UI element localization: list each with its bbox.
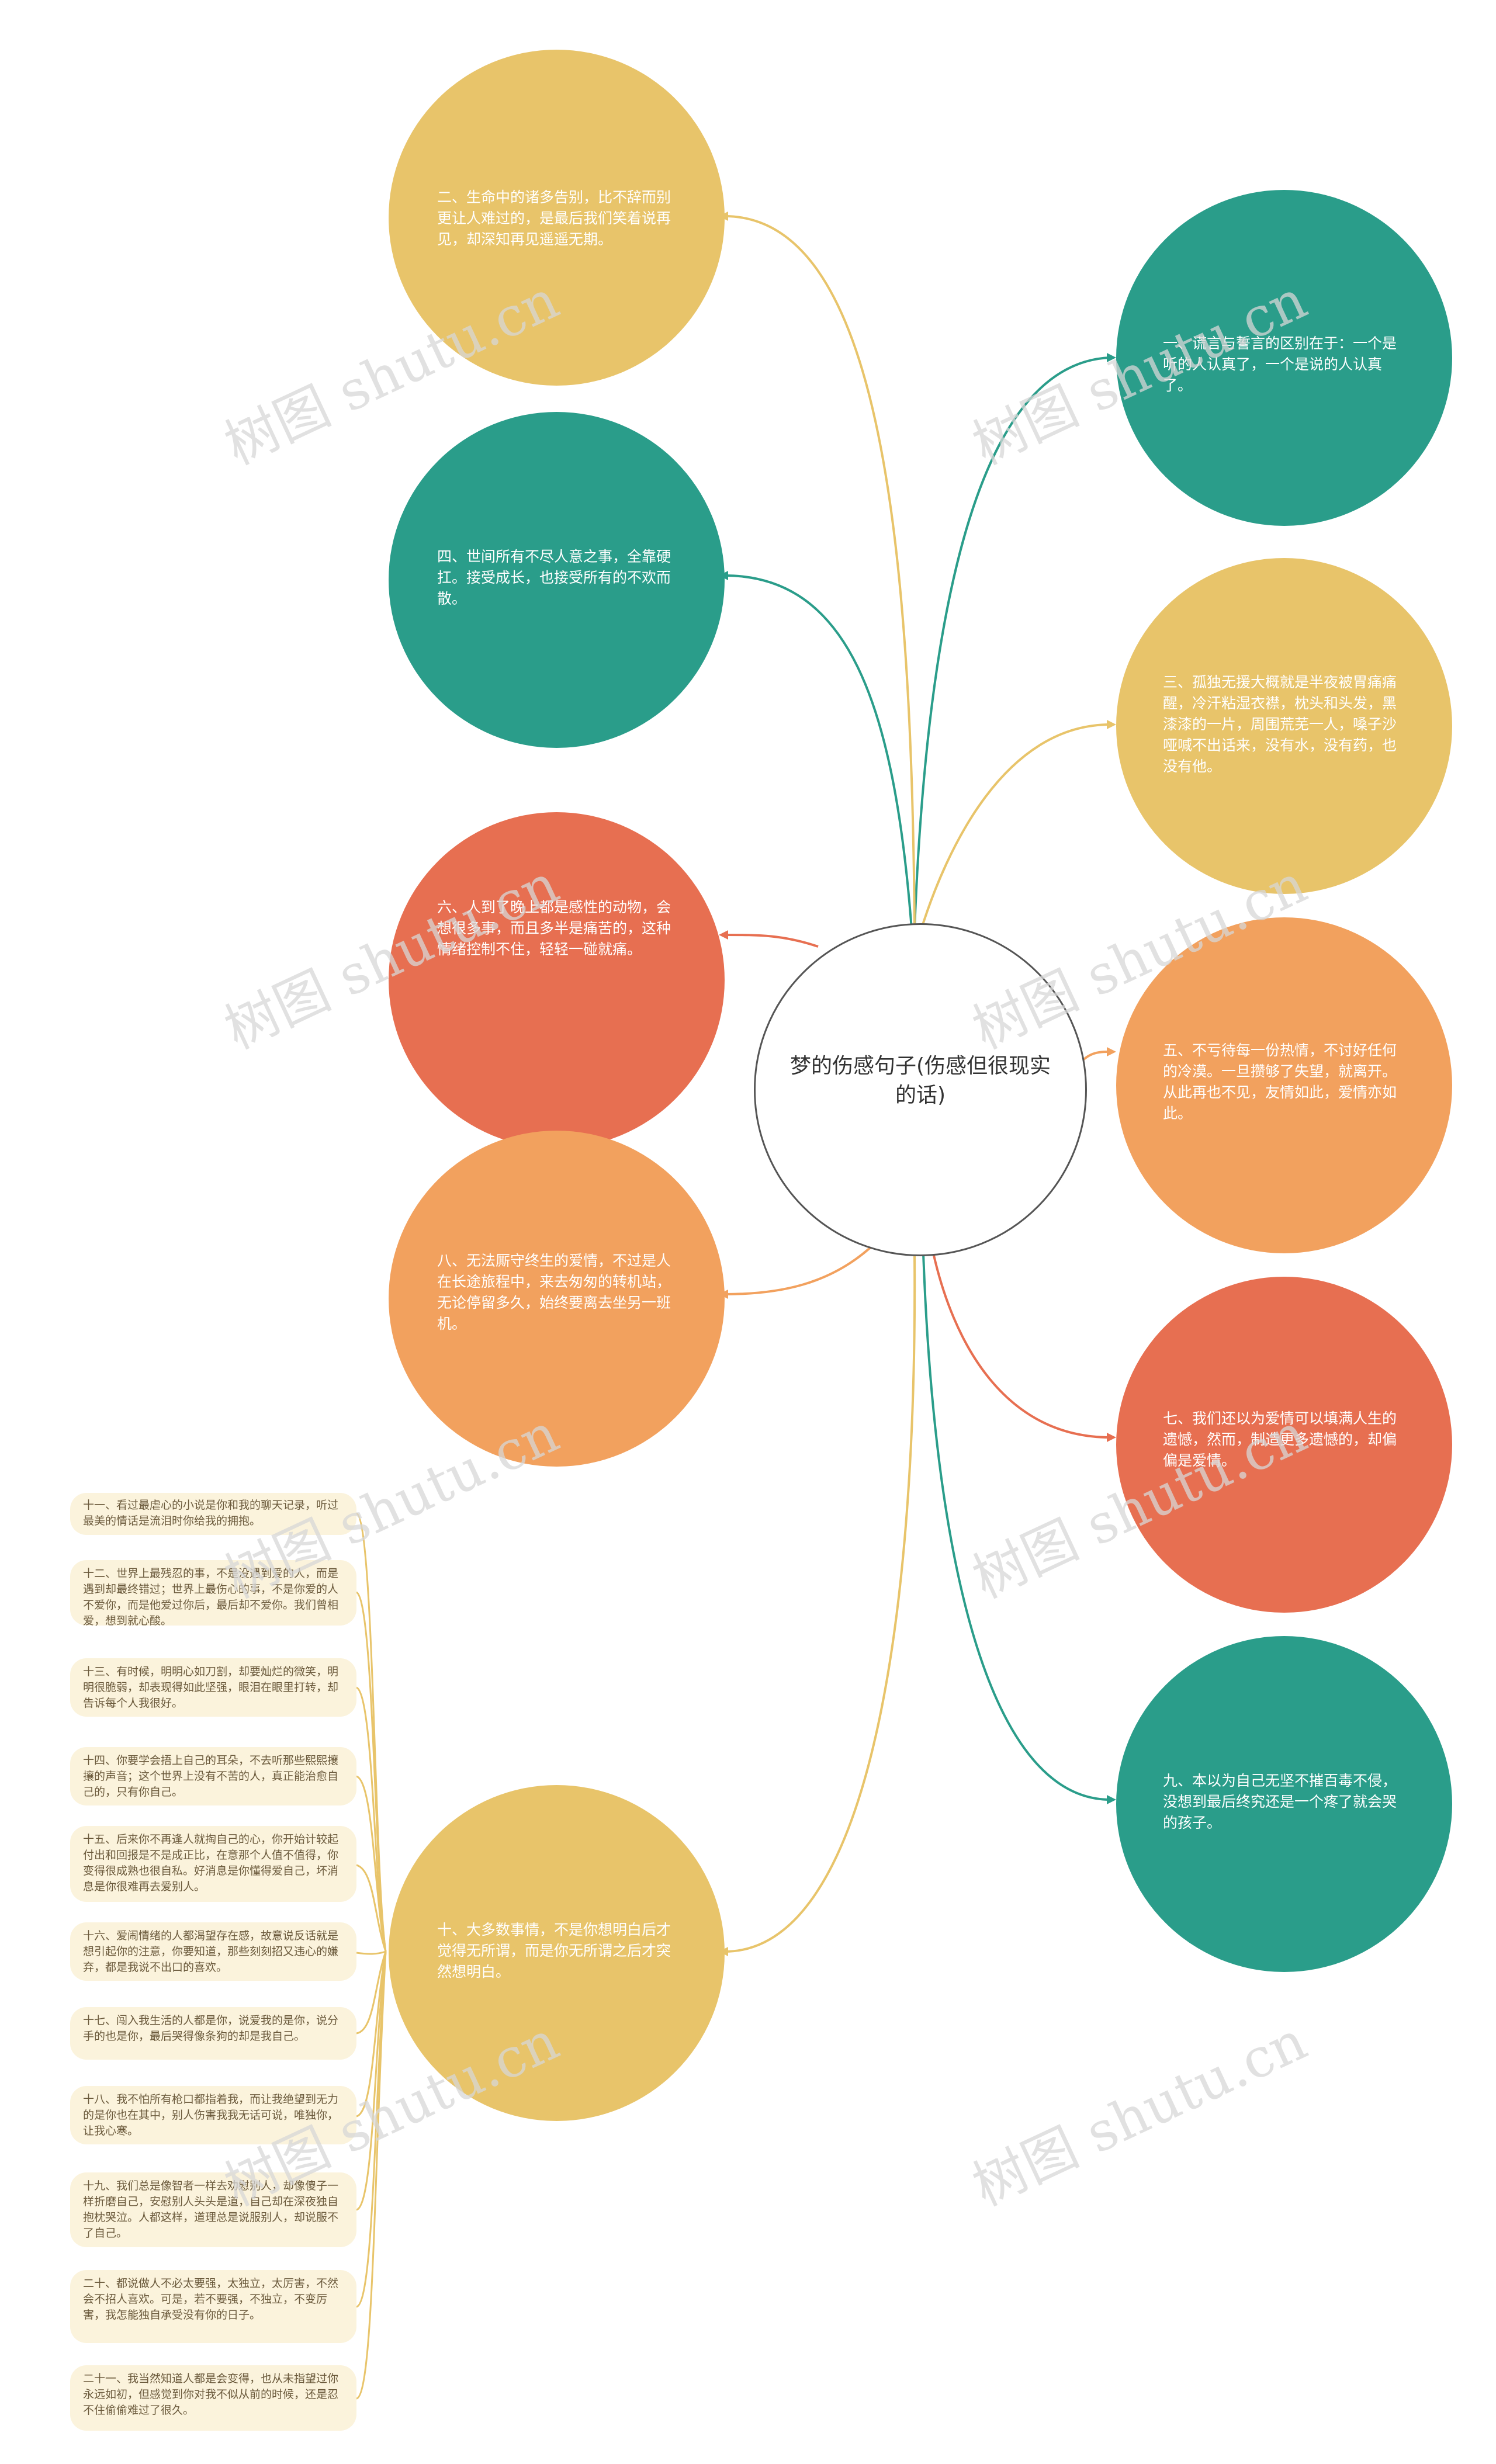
arrowhead-n6: [719, 930, 728, 940]
edge-n4: [724, 574, 913, 930]
leaf-connector-18: [356, 1951, 387, 2118]
leaf-item-14[interactable]: 十四、你要学会捂上自己的耳朵，不去听那些熙熙攘攘的声音；这个世界上没有不苦的人，…: [70, 1747, 356, 1805]
edge-n10: [724, 1256, 916, 1953]
leaf-item-16[interactable]: 十六、爱闹情绪的人都渴望存在感，故意说反话就是想引起你的注意，你要知道，那些刻刻…: [70, 1922, 356, 1981]
topic-text-2: 二、生命中的诸多告别，比不辞而别更让人难过的，是最后我们笑着说再见，却深知再见遥…: [437, 189, 671, 248]
edge-n9: [922, 1253, 1111, 1801]
topic-text-7: 七、我们还以为爱情可以填满人生的遗憾，然而，制造更多遗憾的，却偏偏是爱情。: [1163, 1410, 1397, 1469]
arrowhead-n5: [1107, 1047, 1116, 1056]
leaf-connector-20: [356, 1951, 387, 2308]
leaf-connector-16: [356, 1950, 386, 1955]
arrowhead-n7: [1107, 1433, 1116, 1442]
leaf-item-13[interactable]: 十三、有时候，明明心如刀割，却要灿烂的微笑，明明很脆弱，却表现得如此坚强，眼泪在…: [70, 1658, 356, 1717]
leaf-connector-14: [356, 1775, 387, 1952]
leaf-item-12[interactable]: 十二、世界上最残忍的事，不是没遇到爱的人，而是遇到却最终错过；世界上最伤心的事，…: [70, 1560, 356, 1627]
topic-circle-5[interactable]: [1116, 917, 1452, 1253]
arrowhead-n1: [1107, 353, 1116, 362]
topic-circle-4[interactable]: [389, 412, 725, 748]
topic-circle-7[interactable]: [1116, 1277, 1452, 1613]
topic-circle-3[interactable]: [1116, 558, 1452, 894]
central-topic-label: 梦的伤感句子(伤感但很现实的话): [789, 1054, 1051, 1107]
topic-circle-8[interactable]: [389, 1131, 725, 1467]
edge-n7: [931, 1247, 1111, 1439]
arrowhead-n9: [1107, 1795, 1116, 1804]
leaf-item-17[interactable]: 十七、闯入我生活的人都是你，说爱我的是你，说分手的也是你，最后哭得像条狗的却是我…: [70, 2007, 356, 2060]
central-topic-circle[interactable]: [754, 923, 1087, 1256]
arrowhead-n3: [1107, 720, 1116, 729]
topic-text-4: 四、世间所有不尽人意之事，全靠硬扛。接受成长，也接受所有的不欢而散。: [437, 548, 671, 607]
topic-circle-6[interactable]: [389, 812, 725, 1148]
topic-text-3: 三、孤独无援大概就是半夜被胃痛痛醒，冷汗粘湿衣襟，枕头和头发，黑漆漆的一片，周围…: [1163, 674, 1397, 775]
leaf-connector-21: [356, 1951, 387, 2400]
topic-circle-9[interactable]: [1116, 1636, 1452, 1972]
leaf-connector-19: [356, 1951, 387, 2211]
topic-circle-10[interactable]: [389, 1785, 725, 2121]
topic-text-6: 六、人到了晚上都是感性的动物，会想很多事，而且多半是痛苦的，这种情绪控制不住，轻…: [437, 899, 671, 958]
edge-n3: [919, 723, 1111, 933]
leaf-connector-12: [355, 1591, 387, 1952]
edge-n1: [913, 356, 1111, 930]
topic-text-8: 八、无法厮守终生的爱情，不过是人在长途旅程中，来去匆匆的转机站，无论停留多久，始…: [437, 1252, 671, 1332]
topic-text-5: 五、不亏待每一份热情，不讨好任何的冷漠。一旦攒够了失望，就离开。从此再也不见，友…: [1163, 1042, 1397, 1122]
leaf-connector-17: [356, 1951, 387, 2035]
topic-circle-1[interactable]: [1116, 190, 1452, 526]
leaf-item-21[interactable]: 二十一、我当然知道人都是会变得，也从未指望过你永远如初，但感觉到你对我不似从前的…: [70, 2365, 356, 2431]
topic-text-1: 一、谎言与誓言的区别在于：一个是听的人认真了，一个是说的人认真了。: [1163, 335, 1397, 394]
topic-circle-2[interactable]: [389, 50, 725, 386]
edge-n8: [724, 1243, 875, 1295]
edge-n6: [724, 934, 819, 948]
leaf-item-19[interactable]: 十九、我们总是像智者一样去劝慰别人，却像傻子一样折磨自己，安慰别人头头是道，自己…: [70, 2172, 356, 2247]
leaf-item-11[interactable]: 十一、看过最虐心的小说是你和我的聊天记录，听过最美的情话是流泪时你给我的拥抱。: [70, 1493, 356, 1535]
leaf-item-20[interactable]: 二十、都说做人不必太要强，太独立，太厉害，不然会不招人喜欢。可是，若不要强，不独…: [70, 2270, 356, 2343]
topic-text-10: 十、大多数事情，不是你想明白后才觉得无所谓，而是你无所谓之后才突然想明白。: [437, 1921, 671, 1980]
leaf-item-18[interactable]: 十八、我不怕所有枪口都指着我，而让我绝望到无力的是你也在其中，别人伤害我我无话可…: [70, 2086, 356, 2144]
leaf-connector-15: [356, 1864, 387, 1952]
topic-text-9: 九、本以为自己无坚不摧百毒不侵，没想到最后终究还是一个疼了就会哭的孩子。: [1163, 1772, 1397, 1831]
leaf-connector-13: [356, 1686, 387, 1952]
leaf-item-15[interactable]: 十五、后来你不再逢人就掏自己的心，你开始计较起付出和回报是不是成正比，在意那个人…: [70, 1826, 356, 1902]
edge-n2: [724, 215, 916, 930]
